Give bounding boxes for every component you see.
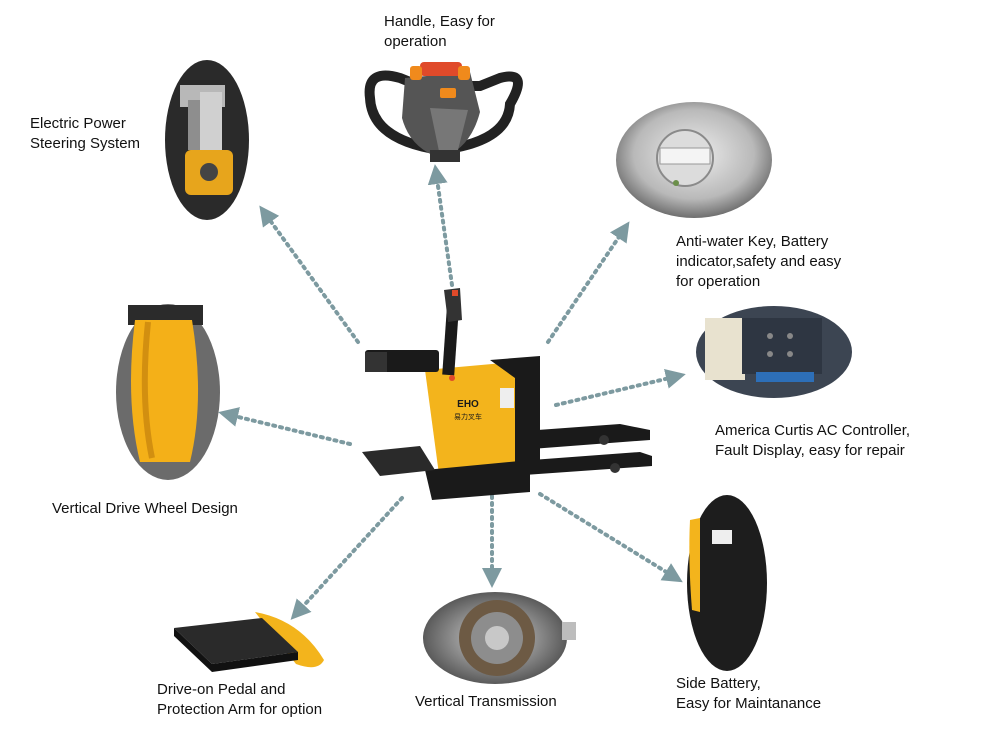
arrow-key bbox=[546, 221, 630, 344]
label-curtis-controller: America Curtis AC Controller, Fault Disp… bbox=[715, 422, 911, 459]
label-drive-on-pedal: Drive-on Pedal and Protection Arm for op… bbox=[157, 681, 323, 718]
label-steering-system: Electric Power Steering System bbox=[30, 115, 141, 152]
drive-wheel-image bbox=[116, 304, 220, 480]
arrow-steering bbox=[259, 205, 360, 344]
pedal-image bbox=[174, 612, 324, 672]
pallet-truck-image: EHO 易力叉车 bbox=[362, 288, 652, 500]
label-side-battery: Side Battery, Easy for Maintanance bbox=[676, 675, 822, 712]
key-panel-image bbox=[616, 102, 772, 218]
arrow-controller bbox=[554, 369, 686, 407]
arrow-drive-wheel bbox=[218, 407, 352, 446]
battery-image bbox=[687, 495, 767, 671]
label-handle: Handle, Easy for operation bbox=[384, 13, 495, 50]
label-drive-wheel: Vertical Drive Wheel Design bbox=[52, 500, 238, 517]
truck-logo: EHO bbox=[457, 399, 479, 410]
arrow-battery bbox=[538, 492, 683, 583]
steering-system-image bbox=[165, 60, 249, 220]
arrow-pedal bbox=[290, 496, 404, 620]
controller-image bbox=[696, 306, 852, 398]
label-anti-water-key: Anti-water Key, Battery indicator,safety… bbox=[676, 233, 842, 290]
arrow-handle bbox=[427, 164, 454, 287]
transmission-image bbox=[423, 592, 576, 684]
arrows bbox=[218, 164, 686, 620]
handle-image bbox=[364, 62, 523, 162]
truck-logo-subtext: 易力叉车 bbox=[454, 412, 482, 421]
label-transmission: Vertical Transmission bbox=[415, 693, 557, 710]
